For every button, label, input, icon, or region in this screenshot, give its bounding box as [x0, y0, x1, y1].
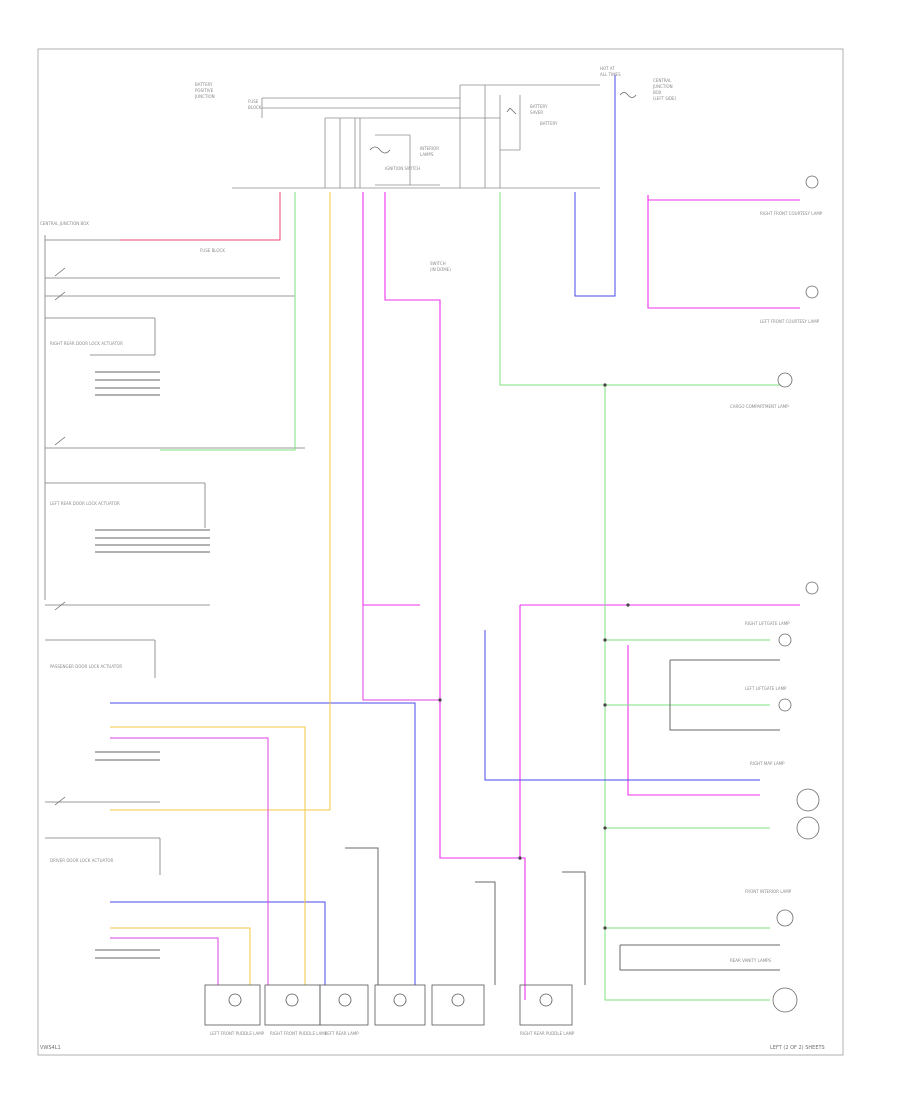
svg-text:(IN DOME): (IN DOME) [430, 267, 451, 272]
label-right-liftgate-lamp: RIGHT LIFTGATE LAMP [745, 621, 790, 626]
label-right-front-courtesy-lamp: RIGHT FRONT COURTESY LAMP [760, 211, 823, 216]
label-left-front-puddle: LEFT FRONT PUDDLE LAMP [210, 1031, 265, 1036]
label-right-rear-puddle: RIGHT REAR PUDDLE LAMP [520, 1031, 575, 1036]
label-right-front-puddle: RIGHT FRONT PUDDLE LAMP [270, 1031, 328, 1036]
sheet-footer: LEFT (2 OF 2) SHEETS [770, 1045, 825, 1051]
wire-pink-main [362, 192, 800, 1000]
label-central-junction: CENTRAL JUNCTION BOX [40, 221, 89, 226]
label-left-rear-lamp: LEFT REAR LAMP [325, 1031, 359, 1036]
wire-blue [110, 75, 760, 985]
svg-text:INTERIOR: INTERIOR [420, 146, 439, 151]
svg-text:BATTERY: BATTERY [530, 104, 548, 109]
svg-text:JUNCTION: JUNCTION [194, 94, 215, 99]
svg-text:BOX: BOX [653, 90, 662, 95]
label-driver-door: DRIVER DOOR LOCK ACTUATOR [50, 858, 114, 863]
svg-text:LAMPS: LAMPS [420, 152, 434, 157]
svg-text:BATTERY: BATTERY [195, 82, 213, 87]
svg-text:JUNCTION: JUNCTION [652, 84, 673, 89]
wire-magenta-lower [110, 605, 440, 985]
label-battery: BATTERY [540, 121, 558, 126]
label-cargo-compartment-lamp: CARGO COMPARTMENT LAMP [730, 404, 789, 409]
connector-rows [95, 371, 210, 959]
label-ignition-switch: IGNITION SWITCH [385, 166, 420, 171]
svg-text:SWITCH: SWITCH [430, 261, 446, 266]
svg-text:HOT AT: HOT AT [600, 66, 615, 71]
top-labels: BATTERY POSITIVE JUNCTION FUSE BLOCK INT… [194, 66, 677, 272]
svg-text:POSITIVE: POSITIVE [195, 88, 214, 93]
fuse-symbols [369, 92, 637, 154]
wire-red [120, 192, 281, 241]
label-left-liftgate-lamp: LEFT LIFTGATE LAMP [745, 686, 787, 691]
svg-text:FUSE: FUSE [248, 99, 259, 104]
left-switch-column [44, 235, 305, 875]
diagram-border [37, 48, 844, 1056]
wire-yellow [110, 192, 331, 985]
component-labels: CENTRAL JUNCTION BOX FUSE BLOCK BATTERY … [40, 121, 823, 1036]
svg-text:(LEFT SIDE): (LEFT SIDE) [653, 96, 677, 101]
label-right-rear-door-lock: RIGHT REAR DOOR LOCK ACTUATOR [50, 341, 123, 346]
switch-blades [54, 267, 66, 806]
svg-text:CENTRAL: CENTRAL [653, 78, 672, 83]
bottom-components [204, 984, 573, 1026]
bus-drops [324, 118, 356, 188]
splice-dots [438, 383, 630, 930]
svg-text:SAVER: SAVER [530, 110, 543, 115]
wire-green [160, 192, 780, 1001]
svg-text:BLOCK: BLOCK [248, 105, 262, 110]
wire-gray [345, 659, 780, 985]
page-code: VWS4L1 [40, 1045, 61, 1051]
label-fuse-block: FUSE BLOCK [200, 248, 225, 253]
label-passenger-door: PASSENGER DOOR LOCK ACTUATOR [50, 664, 122, 669]
top-junction-block [232, 84, 600, 189]
svg-text:ALL TIMES: ALL TIMES [600, 72, 621, 77]
label-left-front-courtesy-lamp: LEFT FRONT COURTESY LAMP [760, 319, 820, 324]
label-left-rear-door-lock: LEFT REAR DOOR LOCK ACTUATOR [50, 501, 120, 506]
label-front-interior-lamp: FRONT INTERIOR LAMP [745, 889, 792, 894]
label-right-map-lamp: RIGHT MAP LAMP [750, 761, 785, 766]
label-rear-vanity-lamp: REAR VANITY LAMPS [730, 958, 772, 963]
right-lamps [772, 175, 820, 1013]
